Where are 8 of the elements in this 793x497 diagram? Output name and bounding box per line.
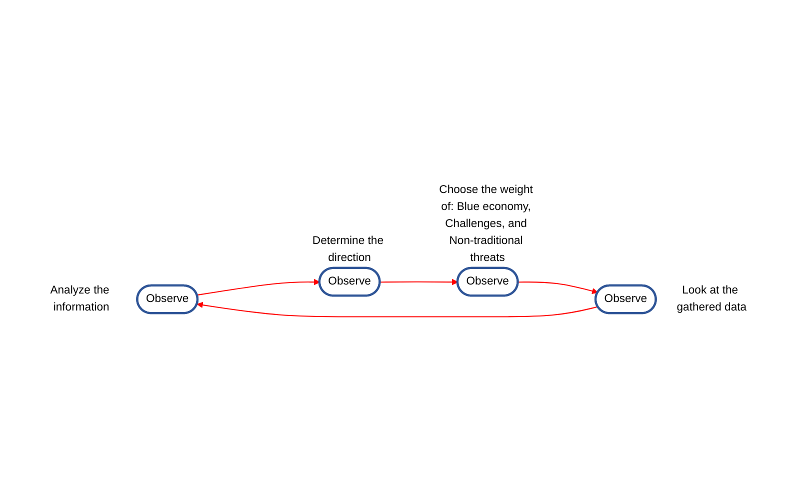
node-label: Analyze the information [50, 284, 110, 313]
arrow [196, 301, 598, 317]
arrow [518, 281, 598, 294]
arrow [196, 278, 320, 296]
node-label: Look at the gathered data [676, 284, 747, 313]
node-label: Choose the weight of: Blue economy, Challenges, and Non-traditional threats [439, 183, 533, 264]
node-label: Determine the direction [312, 234, 384, 264]
arrow [380, 278, 458, 285]
